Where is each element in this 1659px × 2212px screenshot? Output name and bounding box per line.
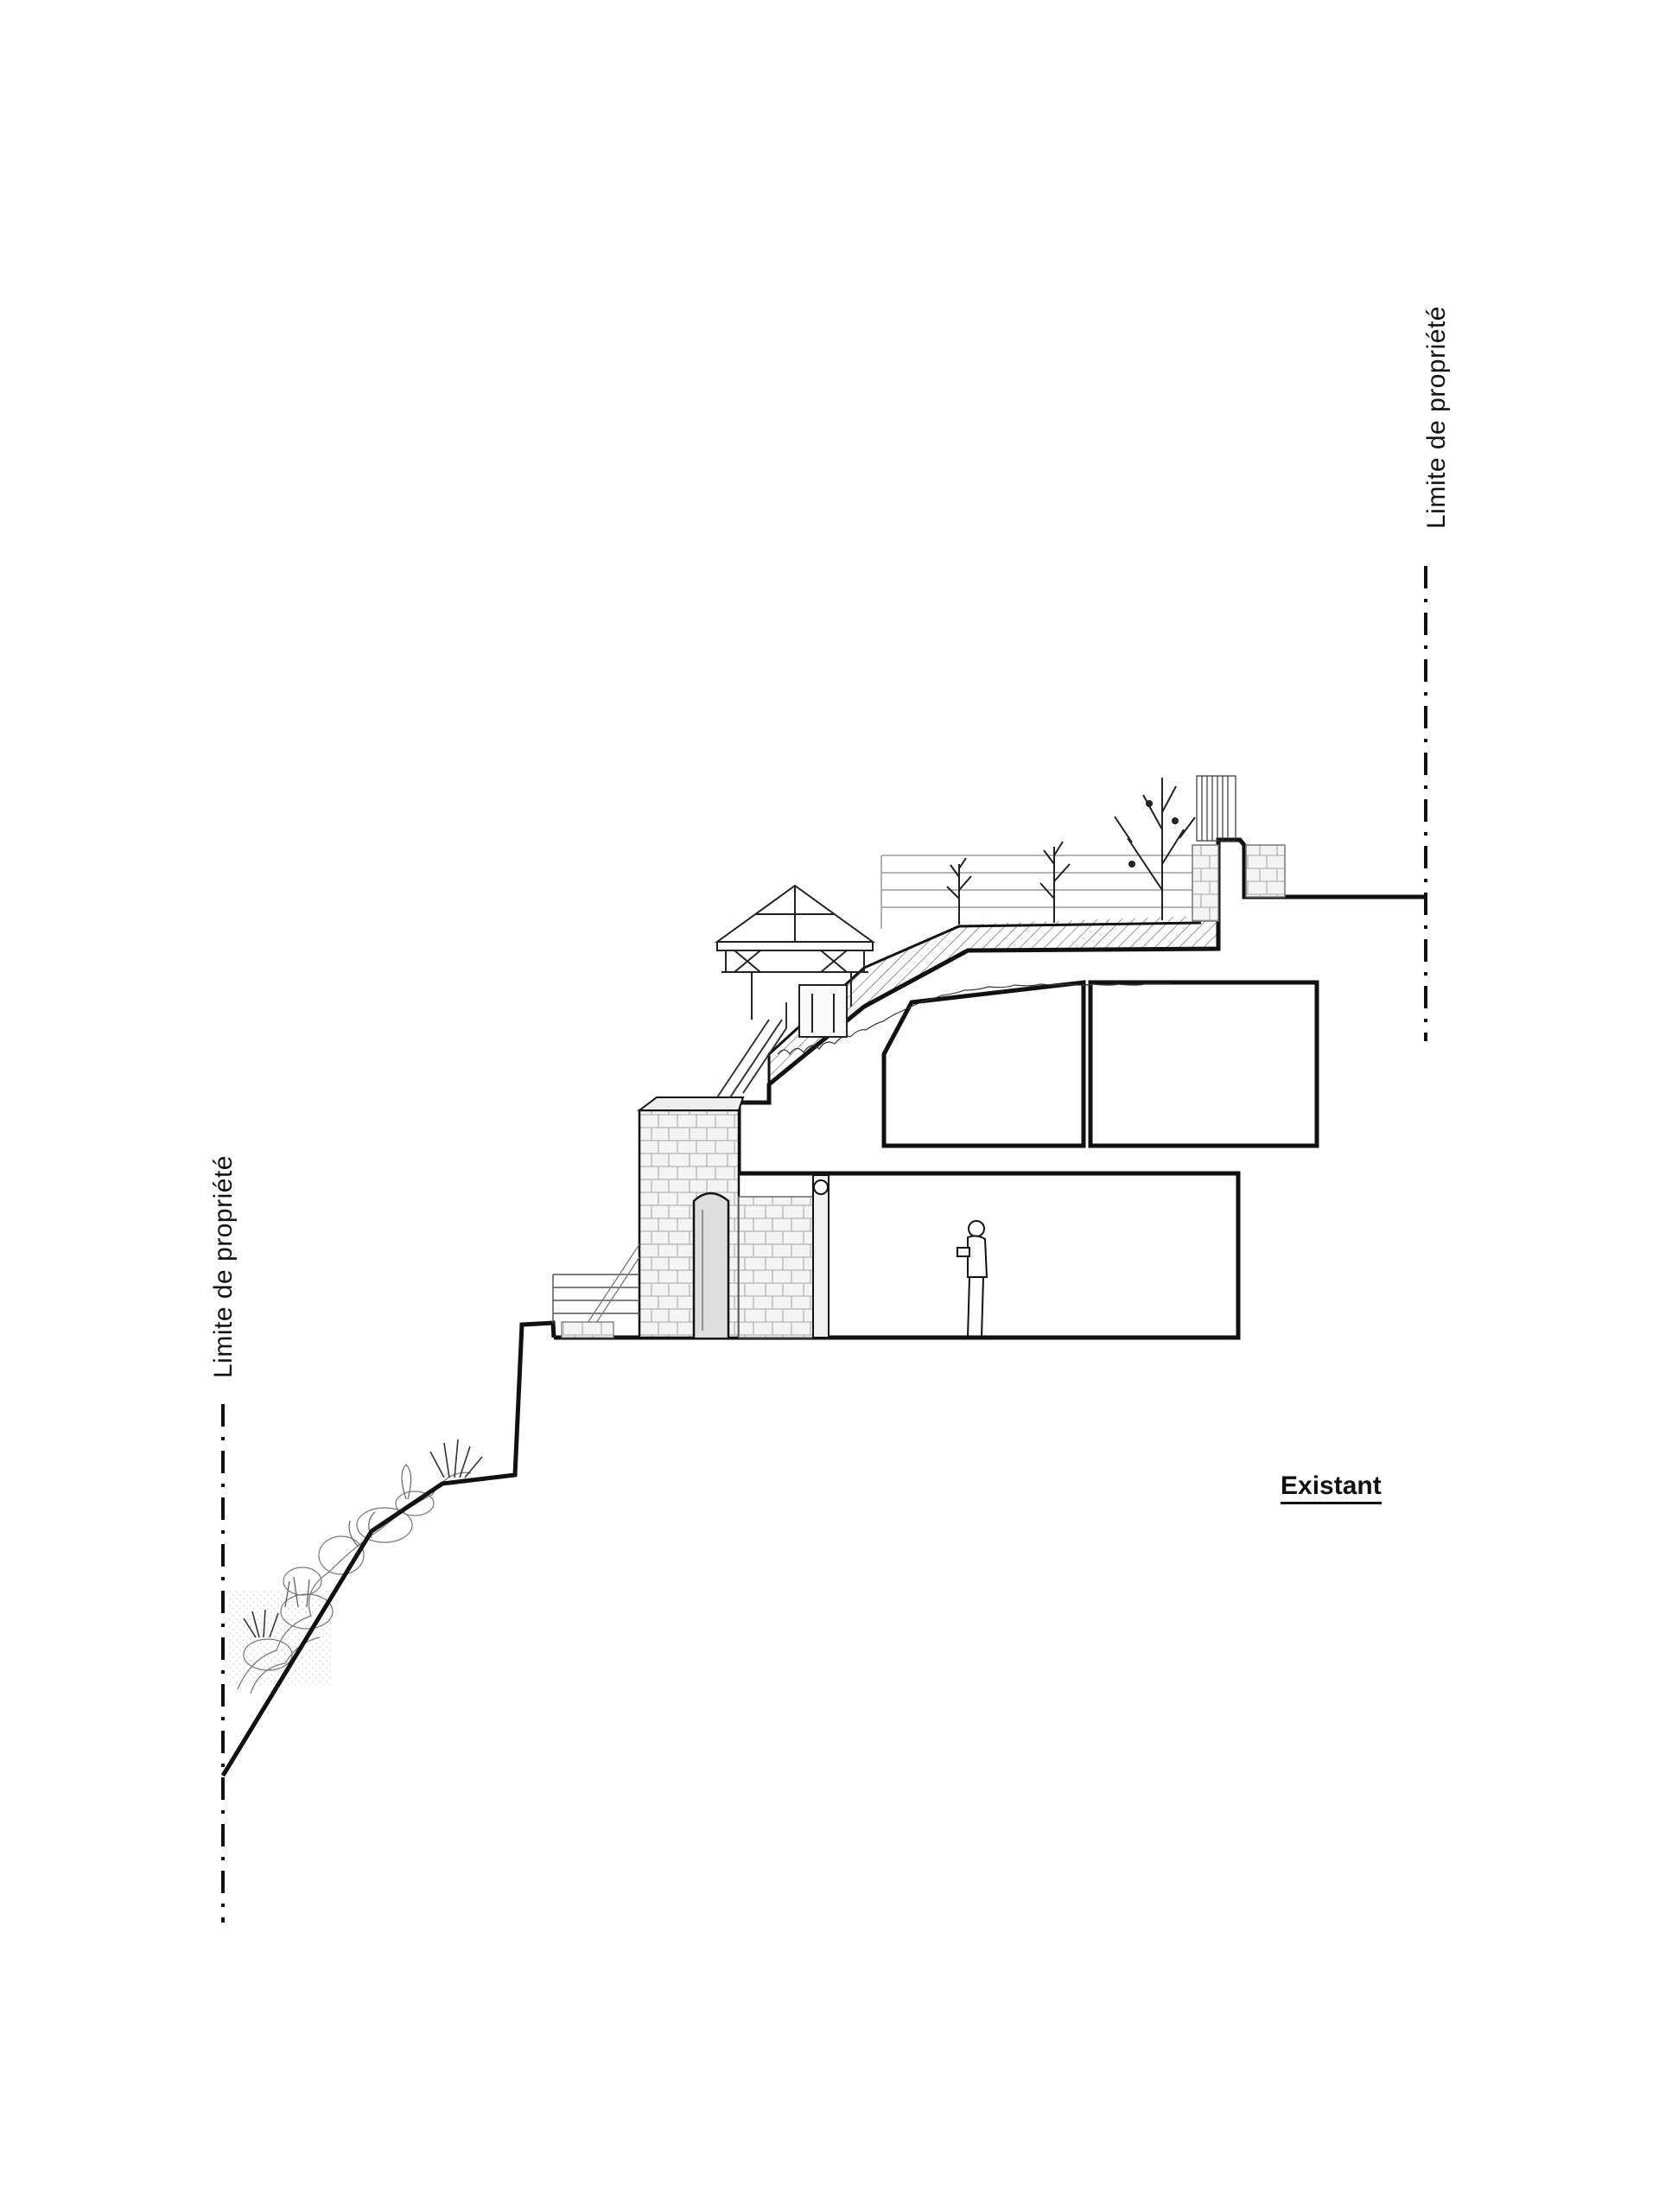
- gazebo: [714, 884, 876, 1038]
- person-figure: [957, 1220, 988, 1338]
- upper-stair-ramp: [716, 1002, 787, 1098]
- wooden-fence: [1196, 775, 1236, 842]
- tree-medium: [1039, 841, 1071, 923]
- stone-wall-right: [1245, 844, 1286, 898]
- ground-profile: [220, 1320, 556, 1777]
- stone-wall-top: [637, 1096, 745, 1111]
- stone-wall-inner: [738, 1196, 822, 1338]
- middle-step-wall: [736, 1097, 808, 1176]
- property-limit-label-left: Limite de propriété: [209, 1155, 238, 1378]
- lower-floor-slab: [554, 1171, 1241, 1340]
- green-roof-grass: [777, 983, 1170, 1056]
- column: [812, 1174, 830, 1338]
- property-limit-label-right: Limite de propriété: [1422, 306, 1451, 529]
- tree-large: [1114, 778, 1196, 920]
- stone-pillar-right: [1192, 844, 1219, 922]
- upper-room-right: [1088, 980, 1319, 1148]
- drawing-title: Existant: [1281, 1472, 1382, 1504]
- arched-door: [692, 1192, 730, 1338]
- tree-small: [946, 857, 972, 925]
- rock-texture: [229, 1590, 333, 1685]
- lower-railing: [552, 1274, 639, 1323]
- upper-room-left: [881, 980, 1086, 1148]
- lower-stair: [561, 1243, 640, 1338]
